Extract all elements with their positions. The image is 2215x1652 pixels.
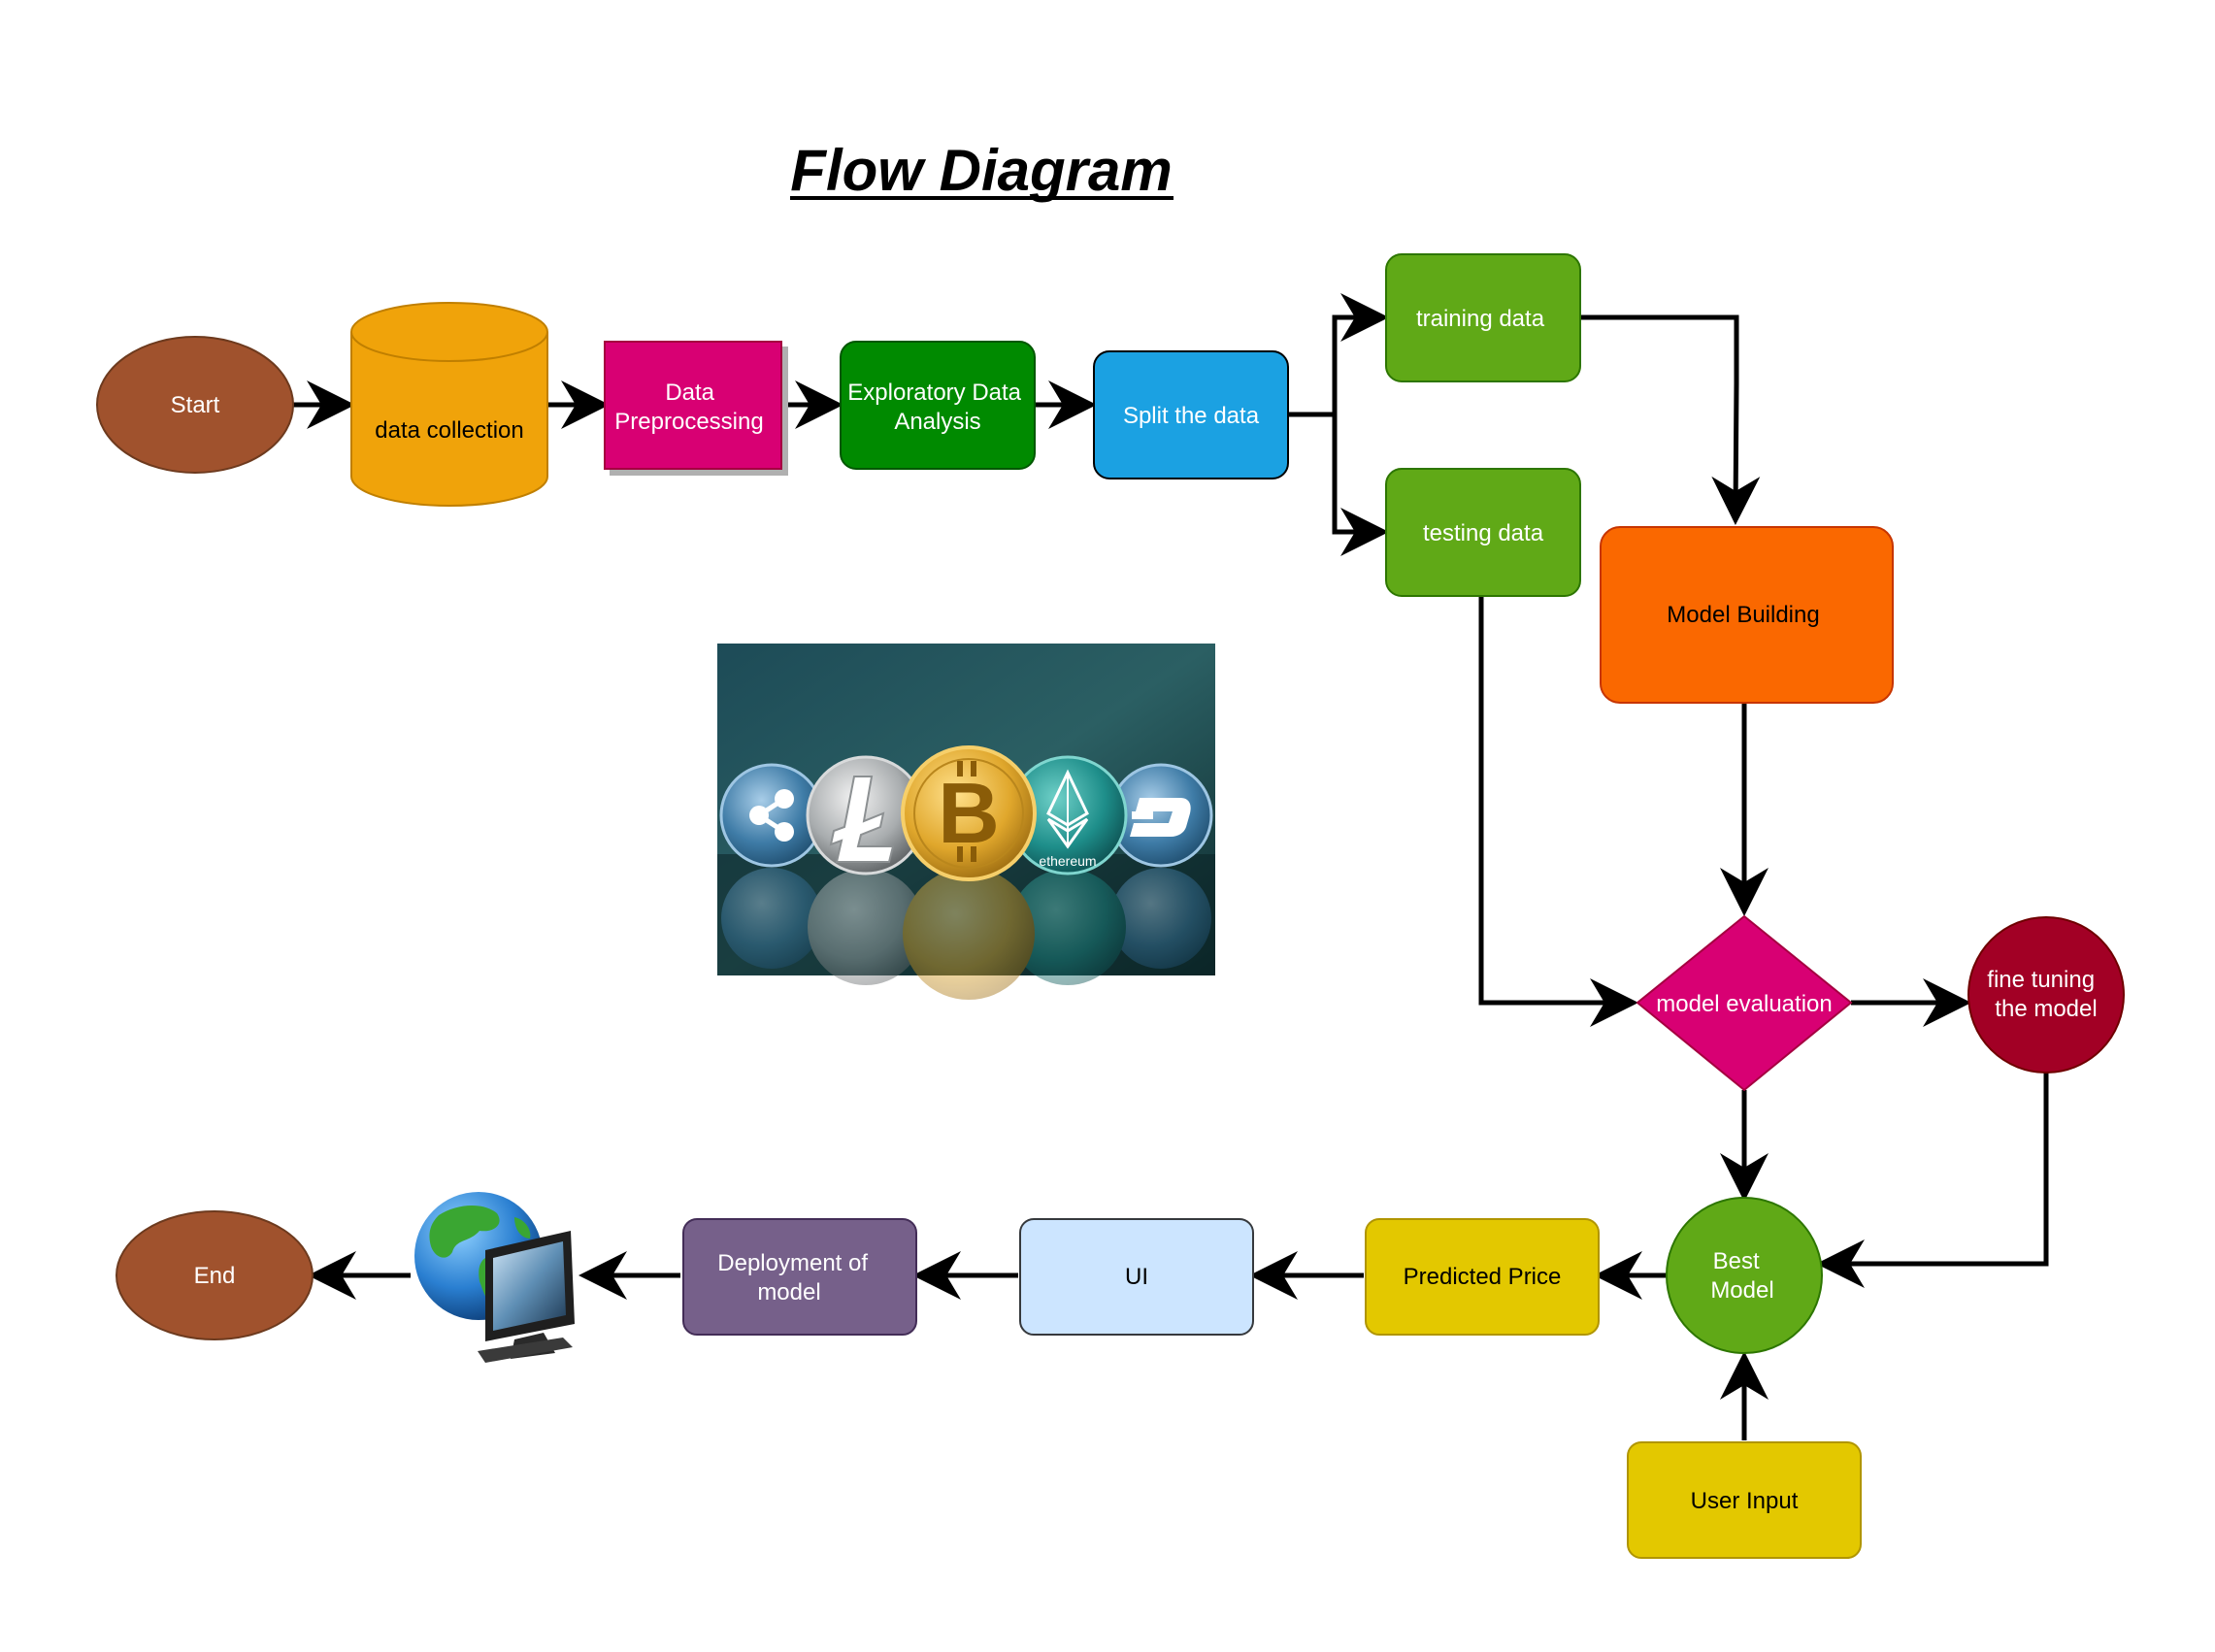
best-model-node[interactable]: Best Model xyxy=(1666,1197,1823,1354)
best-model-label-line2: Model xyxy=(1710,1277,1773,1304)
fine-tuning-label-line1: fine tuning xyxy=(1987,967,2095,993)
user-input-label: User Input xyxy=(1691,1488,1799,1514)
end-label: End xyxy=(194,1263,236,1289)
predicted-price-node[interactable]: Predicted Price xyxy=(1365,1218,1600,1336)
arrow-fine-tuning-to-best-model xyxy=(1816,1073,2049,1288)
crypto-coins-image: ethereum B xyxy=(717,644,1215,1000)
globe-monitor-icon xyxy=(414,1192,575,1363)
svg-text:Best Model: Best Model xyxy=(1710,1248,1773,1304)
arrow-training-to-model-building xyxy=(1579,314,1761,525)
data-preprocessing-label-line2: Preprocessing xyxy=(614,409,763,435)
predicted-price-label: Predicted Price xyxy=(1404,1264,1562,1290)
svg-text:Deployment of model: Deployment of model xyxy=(717,1250,874,1305)
eda-label-line2: Analysis xyxy=(894,409,980,435)
deployment-label-line1: Deployment of xyxy=(717,1250,868,1276)
data-collection-node[interactable]: data collection xyxy=(350,302,548,507)
deployment-node[interactable]: Deployment of model xyxy=(682,1218,917,1336)
fine-tuning-node[interactable]: fine tuning the model xyxy=(1967,916,2125,1074)
best-model-label-line1: Best xyxy=(1713,1248,1760,1274)
training-data-label: training data xyxy=(1416,306,1545,332)
model-evaluation-node[interactable]: model evaluation xyxy=(1636,914,1853,1092)
eda-label-line1: Exploratory Data xyxy=(847,380,1021,406)
split-data-node[interactable]: Split the data xyxy=(1093,350,1289,479)
data-collection-label: data collection xyxy=(375,417,523,444)
user-input-node[interactable]: User Input xyxy=(1627,1441,1862,1559)
ui-node[interactable]: UI xyxy=(1019,1218,1254,1336)
connectors xyxy=(293,293,2049,1440)
testing-data-label: testing data xyxy=(1423,520,1544,546)
split-data-label: Split the data xyxy=(1123,403,1260,429)
bitcoin-coin-icon: B xyxy=(901,745,1037,881)
start-node[interactable]: Start xyxy=(96,336,294,474)
testing-data-node[interactable]: testing data xyxy=(1385,468,1581,597)
arrow-split-to-training xyxy=(1288,293,1389,417)
page-title: Flow Diagram xyxy=(790,138,1172,203)
svg-text:fine tuning the model: fine tuning the model xyxy=(1987,967,2100,1022)
start-label: Start xyxy=(171,392,220,418)
arrow-testing-to-model-evaluation xyxy=(1478,596,1638,1027)
model-evaluation-label: model evaluation xyxy=(1656,991,1832,1017)
end-node[interactable]: End xyxy=(116,1210,314,1340)
svg-text:Exploratory Data Analysi: Exploratory Data Analysis xyxy=(847,380,1027,435)
fine-tuning-label-line2: the model xyxy=(1995,996,2097,1022)
arrow-split-to-testing xyxy=(1288,412,1389,556)
data-preprocessing-node[interactable]: Data Preprocessing xyxy=(604,341,782,470)
eda-node[interactable]: Exploratory Data Analysis xyxy=(840,341,1036,470)
data-preprocessing-label-line1: Data xyxy=(665,380,714,406)
deployment-label-line2: model xyxy=(757,1279,820,1305)
svg-text:B: B xyxy=(938,765,1000,861)
dash-coin-icon xyxy=(1108,763,1213,868)
model-building-label: Model Building xyxy=(1667,602,1819,628)
ethereum-coin-label: ethereum xyxy=(1039,853,1096,869)
svg-text:Data Preprocessing: Data Preprocessing xyxy=(614,380,763,435)
ui-label: UI xyxy=(1125,1264,1148,1290)
training-data-node[interactable]: training data xyxy=(1385,253,1581,382)
model-building-node[interactable]: Model Building xyxy=(1600,526,1894,704)
